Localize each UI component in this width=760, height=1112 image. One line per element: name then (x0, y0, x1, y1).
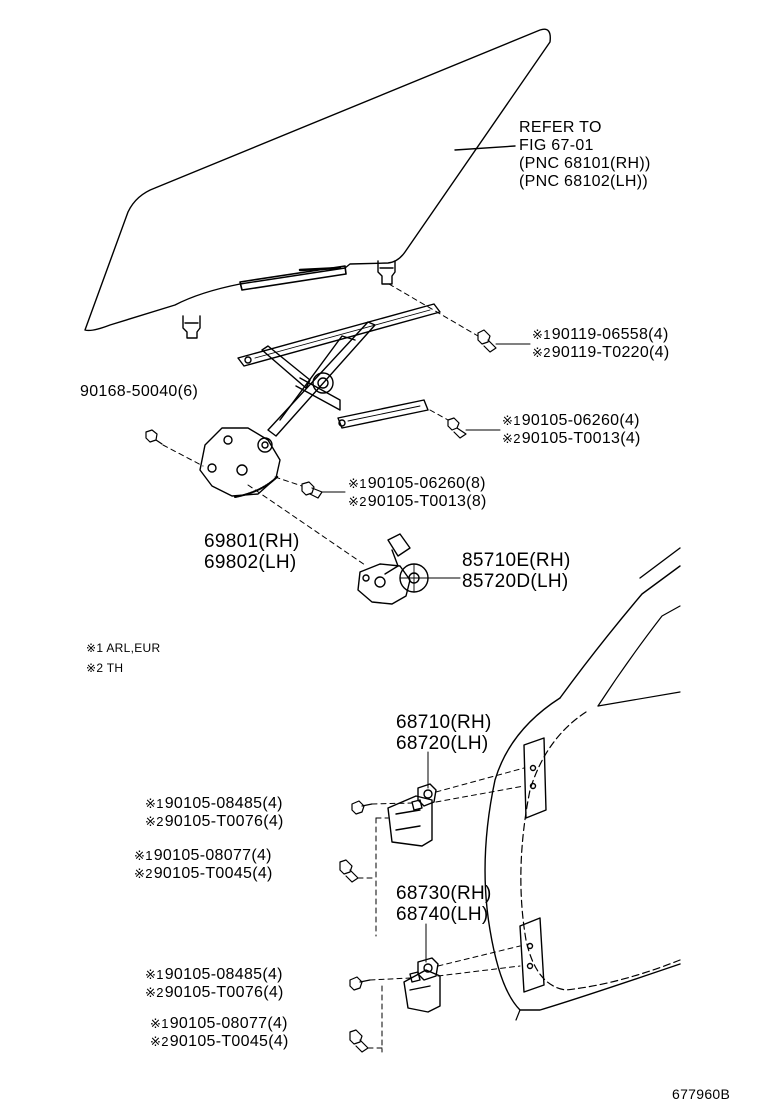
lower-hinge (403, 957, 441, 1013)
legend-text: ARL,EUR (106, 641, 161, 655)
window-regulator (199, 303, 441, 498)
regulator-motor (357, 533, 429, 605)
refer-line-3: (PNC 68101(RH)) (519, 155, 651, 172)
refer-note: REFER TO FIG 67-01 (PNC 68101(RH)) (PNC … (519, 119, 651, 191)
refer-line-1: REFER TO (519, 119, 602, 136)
hinge-mount-plates (519, 737, 547, 993)
part-number: 90105-T0013(4) (521, 430, 641, 447)
variant-mark: ※1 (348, 476, 367, 491)
part-number-lh: 85720D(LH) (462, 571, 569, 592)
variant-mark: ※2 (134, 866, 153, 881)
left-bolt-callout: 90168-50040(6) (80, 383, 198, 401)
bolt-icons-upper (145, 329, 497, 499)
part-number: 90119-06558(4) (551, 326, 669, 343)
part-number: 90105-08485(4) (164, 966, 283, 983)
legend-text: TH (106, 661, 124, 675)
regulator-bolt-callout: ※190105-06260(8) ※290105-T0013(8) (348, 475, 487, 511)
variant-mark: ※2 (502, 431, 521, 446)
upper-hinge-bolt-callout-b: ※190105-08077(4) ※290105-T0045(4) (134, 847, 273, 883)
callout-row: ※190105-08485(4) (145, 966, 284, 984)
part-number: 90105-T0045(4) (169, 1033, 289, 1050)
part-number: 90105-T0045(4) (153, 865, 273, 882)
refer-line-2: FIG 67-01 (519, 137, 594, 154)
part-number-lh: 68720(LH) (396, 733, 489, 754)
leader-glass (454, 145, 516, 151)
variant-mark: ※2 (348, 494, 367, 509)
leader-lines-upper (321, 343, 531, 579)
callout-row: ※290105-T0013(8) (348, 493, 487, 511)
part-number: 90105-06260(8) (367, 475, 486, 492)
legend-item: ※1 ARL,EUR (86, 638, 160, 658)
callout-row: ※290105-T0076(4) (145, 984, 284, 1002)
leader-lines-hinges (425, 751, 429, 963)
callout-row: ※290105-T0045(4) (134, 865, 273, 883)
dashed-lines-hinge (357, 767, 525, 1053)
rail-bolt-callout: ※190105-06260(4) ※290105-T0013(4) (502, 412, 641, 448)
door-glass (84, 28, 551, 339)
part-number: 90168-50040(6) (80, 383, 199, 400)
variant-mark: ※1 (532, 327, 551, 342)
upper-hinge-bolt-callout-a: ※190105-08485(4) ※290105-T0076(4) (145, 795, 284, 831)
part-number-lh: 69802(LH) (204, 552, 297, 573)
part-number: 90105-T0076(4) (164, 813, 284, 830)
part-number: 90105-08077(4) (153, 847, 272, 864)
dashed-lines-upper (162, 283, 479, 566)
bolt-icons-hinge (339, 800, 373, 1053)
variant-legend: ※1 ARL,EUR ※2 TH (86, 638, 160, 678)
callout-row: ※190105-06260(8) (348, 475, 487, 493)
vehicle-body (484, 547, 681, 1021)
regulator-callout: 69801(RH) 69802(LH) (204, 531, 300, 573)
callout-row: ※290105-T0076(4) (145, 813, 284, 831)
upper-hinge (387, 783, 437, 847)
part-number-rh: 68710(RH) (396, 712, 492, 733)
callout-row: ※190105-08077(4) (150, 1015, 289, 1033)
upper-hinge-callout: 68710(RH) 68720(LH) (396, 712, 492, 754)
callout-row: ※290105-T0013(4) (502, 430, 641, 448)
callout-row: ※290105-T0045(4) (150, 1033, 289, 1051)
part-number: 90105-T0013(8) (367, 493, 487, 510)
refer-line-4: (PNC 68102(LH)) (519, 173, 648, 190)
part-number-lh: 68740(LH) (396, 904, 489, 925)
callout-row: ※190119-06558(4) (532, 326, 670, 344)
part-number-rh: 69801(RH) (204, 531, 300, 552)
figure-id: 677960B (672, 1086, 731, 1102)
part-number: 90105-T0076(4) (164, 984, 284, 1001)
part-number: 90105-08485(4) (164, 795, 283, 812)
variant-mark: ※1 (145, 967, 164, 982)
part-number: 90105-06260(4) (521, 412, 640, 429)
callout-row: ※190105-08077(4) (134, 847, 273, 865)
variant-mark: ※1 (134, 848, 153, 863)
part-number: 90105-08077(4) (169, 1015, 288, 1032)
part-number-rh: 68730(RH) (396, 883, 492, 904)
variant-mark: ※2 (145, 985, 164, 1000)
variant-mark: ※2 (145, 814, 164, 829)
motor-callout: 85710E(RH) 85720D(LH) (462, 550, 571, 592)
variant-mark: ※2 (532, 345, 551, 360)
variant-mark: ※1 (145, 796, 164, 811)
callout-row: ※290119-T0220(4) (532, 344, 670, 362)
legend-mark: ※1 (86, 641, 104, 655)
glass-bolt-callout: ※190119-06558(4) ※290119-T0220(4) (532, 326, 670, 362)
variant-mark: ※2 (150, 1034, 169, 1049)
legend-item: ※2 TH (86, 658, 160, 678)
callout-row: ※190105-08485(4) (145, 795, 284, 813)
variant-mark: ※1 (502, 413, 521, 428)
variant-mark: ※1 (150, 1016, 169, 1031)
lower-hinge-bolt-callout-b: ※190105-08077(4) ※290105-T0045(4) (150, 1015, 289, 1051)
lower-hinge-callout: 68730(RH) 68740(LH) (396, 883, 492, 925)
legend-mark: ※2 (86, 661, 104, 675)
lower-hinge-bolt-callout-a: ※190105-08485(4) ※290105-T0076(4) (145, 966, 284, 1002)
callout-row: ※190105-06260(4) (502, 412, 641, 430)
part-number-rh: 85710E(RH) (462, 550, 571, 571)
part-number: 90119-T0220(4) (551, 344, 670, 361)
